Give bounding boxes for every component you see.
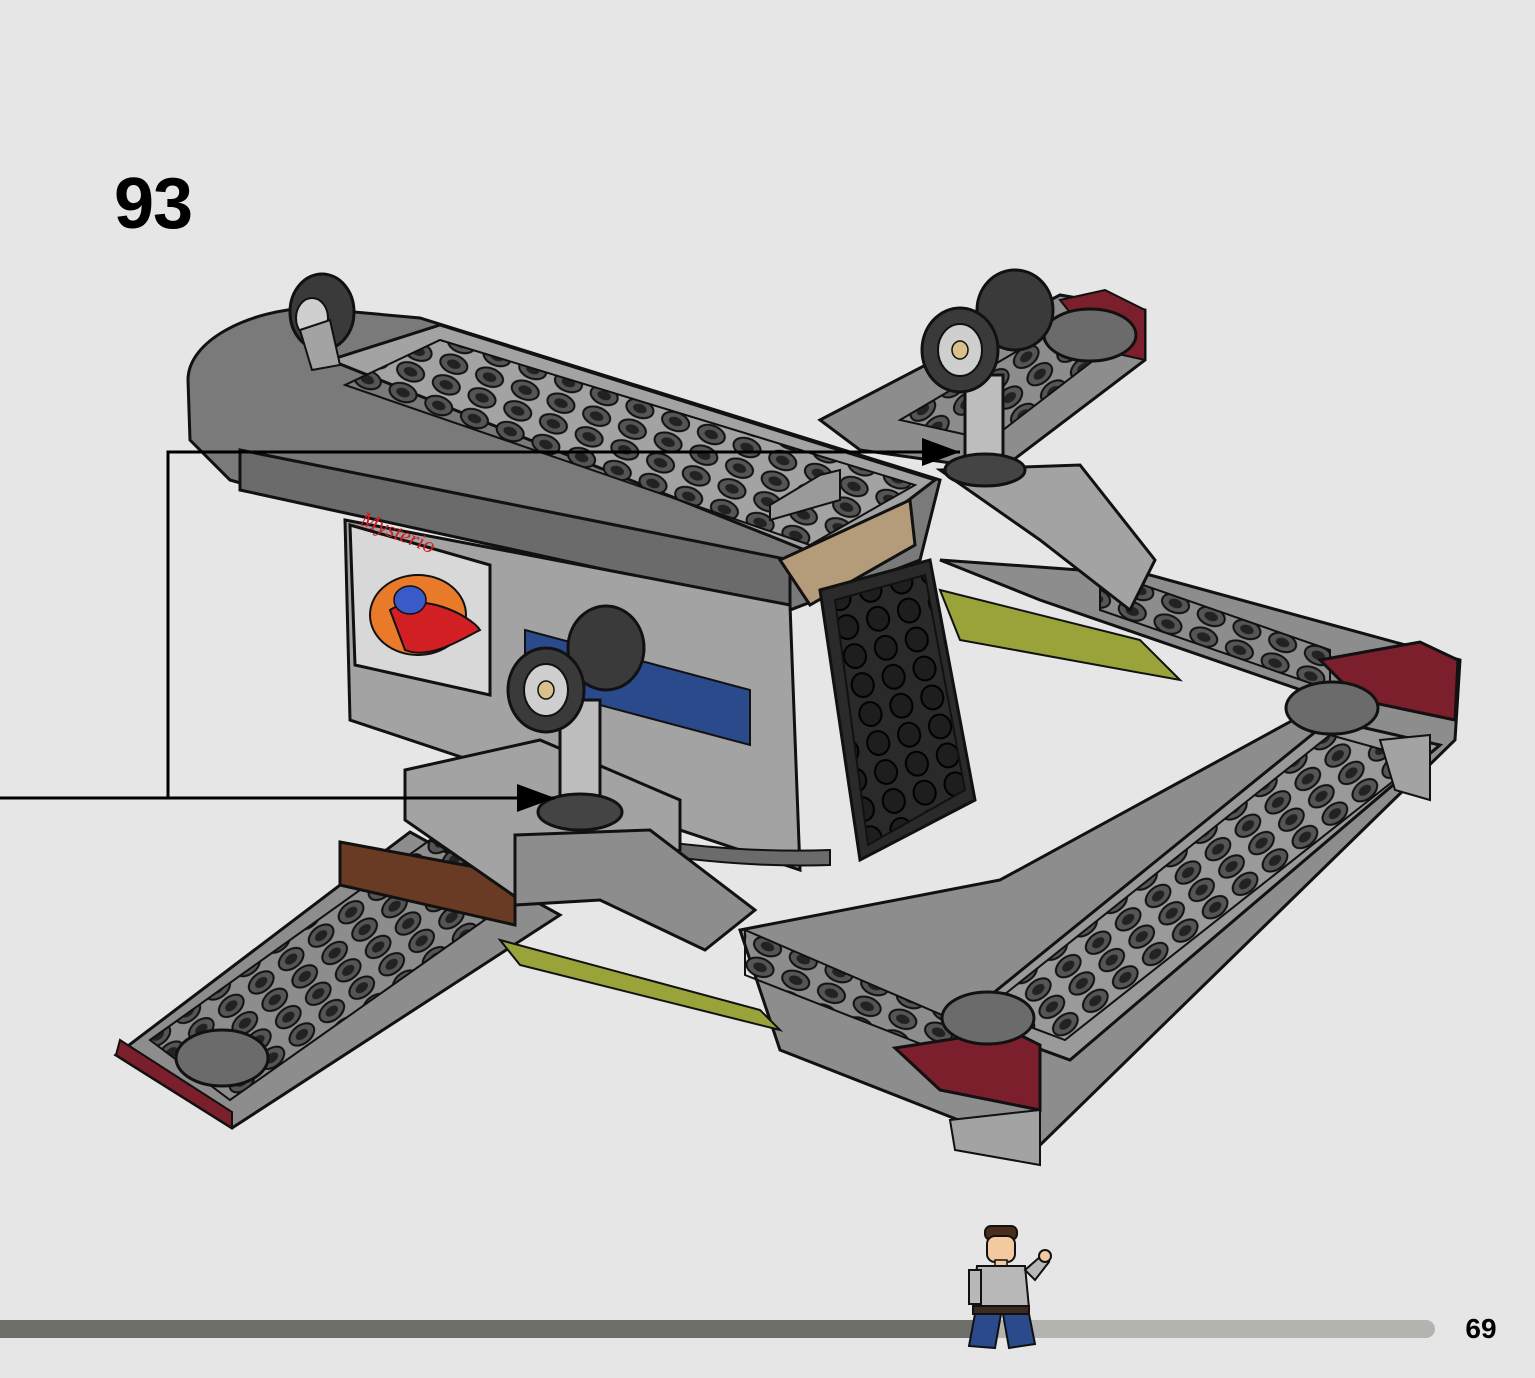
rear-wheel bbox=[288, 272, 356, 372]
placement-arrows bbox=[0, 438, 960, 812]
left-wing-arm bbox=[113, 830, 563, 1130]
wheel-assembly-right bbox=[920, 268, 1055, 488]
wheel-assembly-left bbox=[506, 604, 646, 734]
page-number: 69 bbox=[1465, 1313, 1497, 1344]
step-number: 93 bbox=[114, 164, 193, 244]
left-pylon bbox=[403, 698, 758, 952]
progress-bar bbox=[0, 1320, 1435, 1338]
right-frame bbox=[497, 558, 1462, 1167]
arrow-icon-bottom bbox=[517, 784, 555, 812]
progress-bar-fill bbox=[0, 1320, 991, 1338]
minifigure-icon bbox=[967, 1225, 1052, 1350]
arrow-icon-top bbox=[922, 438, 960, 466]
